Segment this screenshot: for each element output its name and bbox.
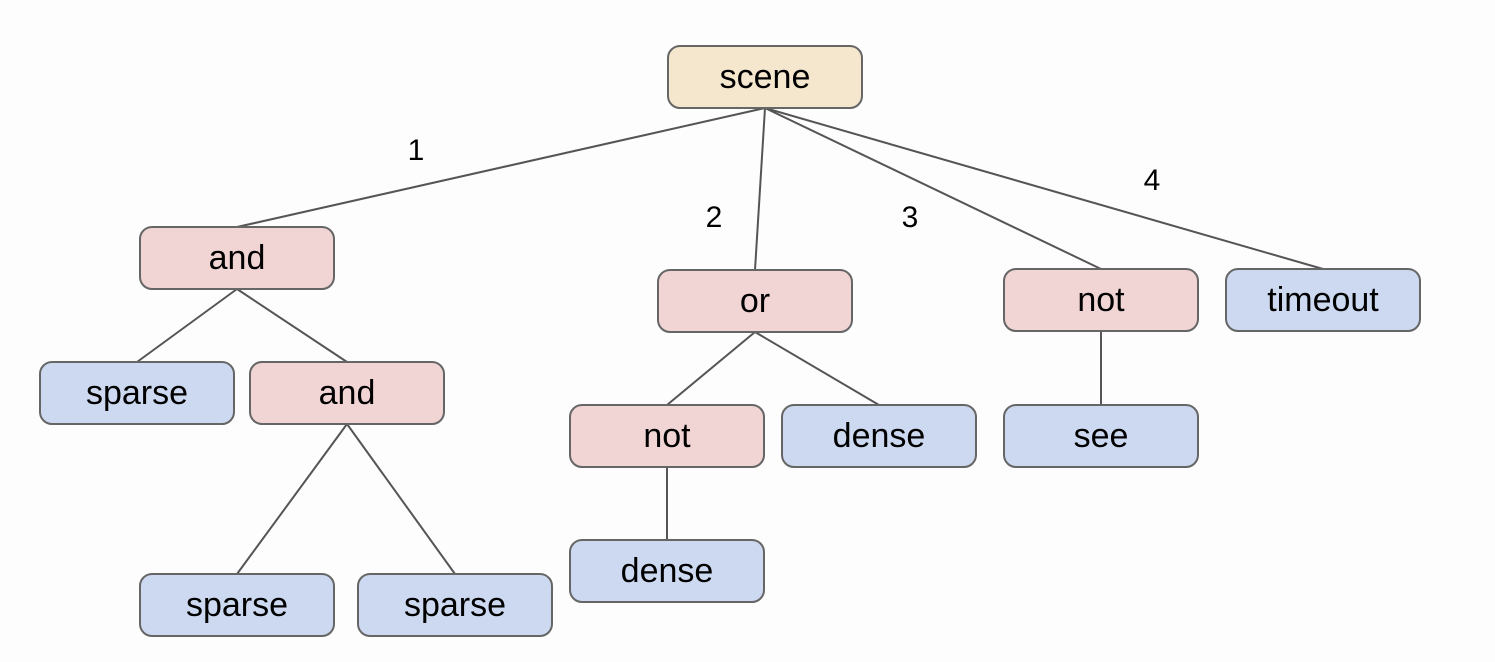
- edges-group: [136, 107, 1324, 575]
- tree-edge-or1-to-not2: [666, 331, 756, 406]
- tree-edge-scene-to-timeout1: [764, 107, 1324, 270]
- tree-edge-and1-to-sparse1: [136, 288, 238, 363]
- node-box-or1[interactable]: [657, 269, 853, 333]
- tree-node-timeout1[interactable]: timeout: [1225, 268, 1421, 332]
- tree-node-dense2[interactable]: dense: [569, 539, 765, 603]
- node-label-sparse1: sparse: [86, 374, 188, 412]
- tree-node-not1[interactable]: not: [1003, 268, 1199, 332]
- tree-edge-and2-to-sparse3: [346, 423, 456, 575]
- node-box-not2[interactable]: [569, 404, 765, 468]
- tree-edge-scene-to-not1: [764, 107, 1102, 270]
- nodes-group: scene and or not timeout sparse and not dense see…: [39, 45, 1421, 637]
- tree-node-and1[interactable]: and: [139, 226, 335, 290]
- tree-node-see1[interactable]: see: [1003, 404, 1199, 468]
- tree-node-and2[interactable]: and: [249, 361, 445, 425]
- tree-edge-scene-to-or1: [754, 107, 766, 271]
- node-label-and1: and: [209, 239, 266, 277]
- node-box-scene[interactable]: [667, 45, 863, 109]
- node-label-timeout1: timeout: [1267, 281, 1379, 319]
- node-box-not1[interactable]: [1003, 268, 1199, 332]
- node-box-see1[interactable]: [1003, 404, 1199, 468]
- edge-label-1: 1: [408, 134, 425, 167]
- tree-node-sparse3[interactable]: sparse: [357, 573, 553, 637]
- node-box-sparse2[interactable]: [139, 573, 335, 637]
- tree-node-sparse1[interactable]: sparse: [39, 361, 235, 425]
- tree-edge-and2-to-sparse2: [236, 423, 348, 575]
- tree-node-scene[interactable]: scene: [667, 45, 863, 109]
- node-box-and2[interactable]: [249, 361, 445, 425]
- node-label-not2: not: [643, 417, 691, 455]
- node-box-dense2[interactable]: [569, 539, 765, 603]
- node-box-sparse3[interactable]: [357, 573, 553, 637]
- node-box-and1[interactable]: [139, 226, 335, 290]
- tree-edge-scene-to-and1: [236, 107, 766, 228]
- node-label-scene: scene: [720, 58, 811, 96]
- node-label-not1: not: [1077, 281, 1125, 319]
- node-box-sparse1[interactable]: [39, 361, 235, 425]
- node-label-sparse2: sparse: [186, 586, 288, 624]
- tree-edge-or1-to-dense1: [754, 331, 880, 406]
- node-label-and2: and: [319, 374, 376, 412]
- tree-edge-and1-to-and2: [236, 288, 348, 363]
- node-box-timeout1[interactable]: [1225, 268, 1421, 332]
- node-box-dense1[interactable]: [781, 404, 977, 468]
- tree-node-dense1[interactable]: dense: [781, 404, 977, 468]
- edge-labels-group: 1 2 3 4: [408, 134, 1161, 234]
- edge-label-3: 3: [902, 201, 919, 234]
- node-label-or1: or: [740, 282, 770, 320]
- edge-label-2: 2: [706, 201, 723, 234]
- node-label-dense2: dense: [621, 552, 714, 590]
- node-label-sparse3: sparse: [404, 586, 506, 624]
- tree-node-sparse2[interactable]: sparse: [139, 573, 335, 637]
- node-label-see1: see: [1074, 417, 1129, 455]
- tree-node-or1[interactable]: or: [657, 269, 853, 333]
- edge-label-4: 4: [1144, 164, 1161, 197]
- tree-node-not2[interactable]: not: [569, 404, 765, 468]
- node-label-dense1: dense: [833, 417, 926, 455]
